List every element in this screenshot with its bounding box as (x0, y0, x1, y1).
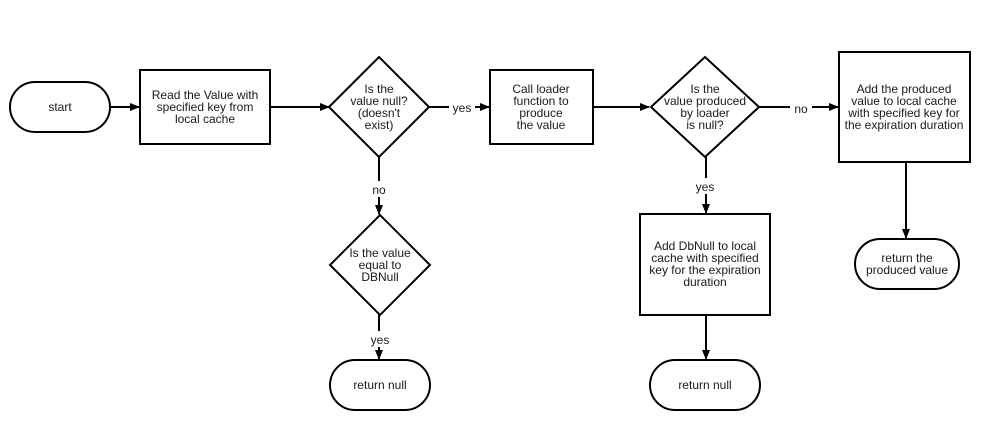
node-text-line: the value (517, 118, 566, 132)
node-text-line: specified key from (157, 100, 254, 114)
node-return-null-2: return null (649, 359, 761, 411)
node-text-line: Add the produced (857, 82, 952, 96)
node-text-line: (doesn't (358, 106, 401, 120)
edge-label-is-null-no: no (372, 183, 386, 197)
edge-label-is-null-yes: yes (453, 101, 472, 115)
node-text-line: return the (881, 251, 933, 265)
edge-labels: yes no yes no yes (367, 99, 812, 347)
node-text-line: Read the Value with (152, 88, 259, 102)
node-text-line: produced value (866, 263, 948, 277)
edge-label-produced-null-no: no (794, 102, 808, 116)
node-return-null-1: return null (329, 359, 431, 411)
node-text-line: DBNull (361, 270, 398, 284)
node-text-line: local cache (175, 112, 235, 126)
node-text-line: return null (678, 378, 731, 392)
node-return-null-2-text: return null (678, 378, 731, 392)
node-text-line: Is the (690, 82, 720, 96)
node-text-line: Add DbNull to local (654, 239, 756, 253)
edge-label-produced-null-yes: yes (696, 180, 715, 194)
node-text-line: function to (513, 94, 569, 108)
node-text-line: value null? (350, 94, 408, 108)
node-text-line: value to local cache (851, 94, 957, 108)
node-text-line: is null? (686, 118, 724, 132)
node-text-line: produce (519, 106, 563, 120)
node-text-line: duration (683, 275, 726, 289)
node-text-line: the expiration duration (845, 118, 964, 132)
node-text-line: return null (353, 378, 406, 392)
node-text-line: with specified key for (847, 106, 959, 120)
node-text-line: key for the expiration (649, 263, 760, 277)
node-text-line: Is the (364, 82, 394, 96)
node-text-line: exist) (365, 118, 394, 132)
node-text-line: equal to (359, 258, 402, 272)
node-text-line: Is the value (349, 246, 411, 260)
node-text-line: start (48, 100, 72, 114)
node-return-null-1-text: return null (353, 378, 406, 392)
node-start-text: start (48, 100, 72, 114)
edge-label-dbnull-yes: yes (371, 333, 390, 347)
node-start: start (9, 81, 111, 133)
node-text-line: by loader (680, 106, 729, 120)
node-text-line: cache with specified (651, 251, 758, 265)
node-text-line: value produced (664, 94, 746, 108)
node-text-line: Call loader (512, 82, 569, 96)
